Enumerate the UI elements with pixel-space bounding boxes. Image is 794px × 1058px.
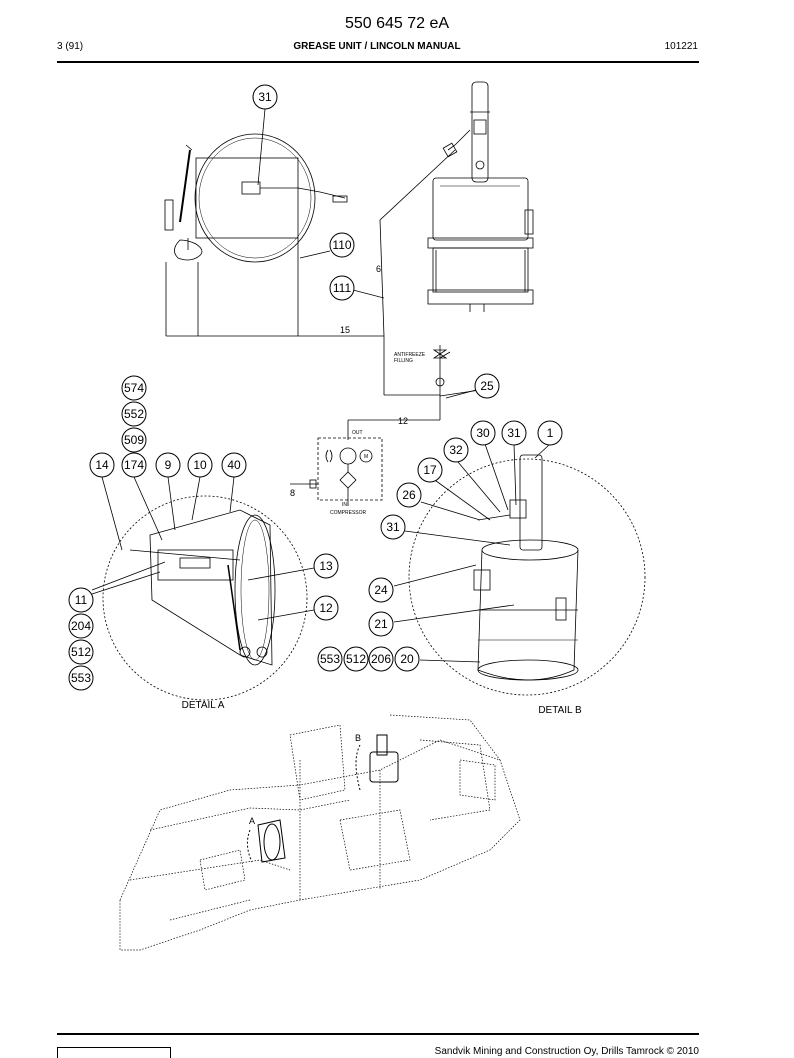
callout-574: 574 bbox=[121, 375, 147, 401]
callout-32: 32 bbox=[443, 437, 469, 463]
callout-553-a: 553 bbox=[68, 665, 94, 691]
exploded-parts-drawing: 6 15 ANTIFREEZE FILLING OUT IN COMPRESSO… bbox=[68, 81, 646, 951]
callout-20: 20 bbox=[394, 646, 420, 672]
svg-text:30: 30 bbox=[476, 426, 490, 440]
compressor-label: COMPRESSOR bbox=[330, 510, 367, 516]
motor-label: M bbox=[364, 454, 368, 460]
document-date: 101221 bbox=[664, 41, 698, 52]
svg-text:31: 31 bbox=[507, 426, 521, 440]
svg-text:12: 12 bbox=[319, 601, 333, 615]
svg-text:204: 204 bbox=[71, 619, 91, 633]
hose-reel-top-view bbox=[164, 133, 384, 337]
svg-text:10: 10 bbox=[193, 458, 207, 472]
callout-13: 13 bbox=[313, 553, 339, 579]
marker-b-label: B bbox=[355, 733, 361, 743]
svg-text:24: 24 bbox=[374, 583, 388, 597]
copyright-text: Sandvik Mining and Construction Oy, Dril… bbox=[434, 1046, 699, 1057]
callout-174: 174 bbox=[121, 452, 147, 478]
svg-text:512: 512 bbox=[71, 645, 91, 659]
callout-14: 14 bbox=[89, 452, 115, 478]
callout-30: 30 bbox=[470, 420, 496, 446]
callout-31-b: 31 bbox=[501, 420, 527, 446]
callout-9: 9 bbox=[155, 452, 181, 478]
callout-552: 552 bbox=[121, 401, 147, 427]
antifreeze-label: ANTIFREEZE bbox=[394, 352, 426, 358]
svg-text:1: 1 bbox=[547, 426, 554, 440]
filling-label: FILLING bbox=[394, 358, 413, 364]
document-title: GREASE UNIT / LINCOLN MANUAL bbox=[293, 41, 461, 52]
callout-11: 11 bbox=[68, 587, 94, 613]
footer-rule bbox=[57, 1033, 699, 1035]
svg-text:9: 9 bbox=[165, 458, 172, 472]
svg-text:174: 174 bbox=[124, 458, 144, 472]
header-rule bbox=[57, 61, 699, 63]
machine-highlights bbox=[246, 734, 399, 863]
svg-text:13: 13 bbox=[319, 559, 333, 573]
callout-17: 17 bbox=[417, 457, 443, 483]
grease-pump-front-view bbox=[379, 81, 534, 396]
svg-text:32: 32 bbox=[449, 443, 463, 457]
svg-text:31: 31 bbox=[386, 520, 400, 534]
svg-text:553: 553 bbox=[71, 671, 91, 685]
callout-553-b: 553 bbox=[317, 646, 343, 672]
svg-text:31: 31 bbox=[258, 90, 272, 104]
svg-text:21: 21 bbox=[374, 617, 388, 631]
callout-26: 26 bbox=[396, 482, 422, 508]
leader-lines bbox=[91, 108, 551, 663]
svg-text:509: 509 bbox=[124, 433, 144, 447]
callout-31-mid: 31 bbox=[380, 514, 406, 540]
svg-text:553: 553 bbox=[320, 652, 340, 666]
svg-text:26: 26 bbox=[402, 488, 416, 502]
detail-b-label: DETAIL B bbox=[538, 705, 582, 716]
callout-40: 40 bbox=[221, 452, 247, 478]
svg-text:110: 110 bbox=[332, 238, 351, 252]
callout-12: 12 bbox=[313, 595, 339, 621]
svg-text:14: 14 bbox=[95, 458, 109, 472]
svg-text:20: 20 bbox=[400, 652, 414, 666]
machine-overview bbox=[119, 714, 521, 951]
svg-text:552: 552 bbox=[124, 407, 144, 421]
marker-a-label: A bbox=[249, 816, 255, 826]
callout-204: 204 bbox=[68, 613, 94, 639]
detail-a-label: DETAIL A bbox=[182, 700, 225, 711]
document-number: 550 645 72 eA bbox=[344, 15, 450, 32]
svg-text:111: 111 bbox=[333, 281, 352, 295]
pneumatic-schematic bbox=[290, 345, 481, 506]
line-label-12: 12 bbox=[398, 416, 408, 426]
callout-110: 110 bbox=[329, 232, 355, 258]
page-number: 3 (91) bbox=[57, 41, 84, 52]
detail-b-view bbox=[408, 454, 646, 696]
line-label-8: 8 bbox=[290, 488, 295, 498]
svg-text:512: 512 bbox=[346, 652, 366, 666]
svg-text:206: 206 bbox=[371, 652, 391, 666]
callout-206: 206 bbox=[368, 646, 394, 672]
callout-31-top: 31 bbox=[252, 84, 278, 110]
out-label: OUT bbox=[352, 430, 363, 436]
detail-a-view bbox=[102, 495, 308, 701]
svg-text:40: 40 bbox=[227, 458, 241, 472]
callout-512-b: 512 bbox=[343, 646, 369, 672]
svg-text:574: 574 bbox=[124, 381, 144, 395]
callout-512-a: 512 bbox=[68, 639, 94, 665]
in-label: IN bbox=[342, 502, 347, 508]
line-label-15: 15 bbox=[340, 325, 350, 335]
callout-111: 111 bbox=[329, 275, 355, 301]
callout-24: 24 bbox=[368, 577, 394, 603]
callout-21: 21 bbox=[368, 611, 394, 637]
svg-text:17: 17 bbox=[423, 463, 437, 477]
callout-1: 1 bbox=[537, 420, 563, 446]
svg-text:25: 25 bbox=[480, 379, 494, 393]
callout-25: 25 bbox=[474, 373, 500, 399]
callout-509: 509 bbox=[121, 427, 147, 453]
callout-10: 10 bbox=[187, 452, 213, 478]
svg-text:11: 11 bbox=[75, 593, 88, 607]
line-label-6: 6 bbox=[376, 264, 381, 274]
